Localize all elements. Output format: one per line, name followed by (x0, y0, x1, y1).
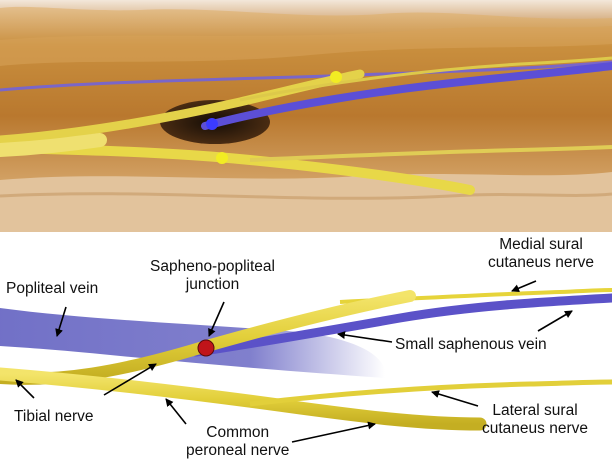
arrow-tibial-left (15, 379, 35, 399)
arrow-medial-sural (511, 280, 537, 292)
label-medial-sural-nerve: Medial sural cutaneus nerve (488, 236, 594, 271)
label-small-saphenous-vein: Small saphenous vein (395, 336, 547, 353)
arrow-common-peroneal-right (291, 421, 376, 443)
anatomy-diagram (0, 280, 612, 443)
arrow-common-peroneal-left (165, 398, 187, 425)
arrow-popliteal-vein (55, 306, 67, 337)
label-tibial-nerve: Tibial nerve (14, 408, 94, 425)
common-peroneal-nerve-shape (0, 367, 487, 431)
dissection-photo (0, 0, 612, 232)
label-common-peroneal-nerve: Common peroneal nerve (186, 424, 290, 459)
photo-marker-yellow-lower (216, 152, 228, 164)
photo-marker-blue (206, 118, 218, 130)
small-saphenous-vein-shape (191, 293, 612, 357)
label-lateral-sural-nerve: Lateral sural cutaneus nerve (482, 402, 588, 437)
arrow-small-saphenous-left (337, 331, 393, 343)
arrow-junction (208, 301, 225, 337)
arrow-lateral-sural (431, 390, 479, 407)
photo-marker-yellow-upper (330, 71, 342, 83)
label-popliteal-vein: Popliteal vein (6, 280, 99, 297)
junction-marker (197, 339, 215, 357)
lateral-sural-nerve-shape (249, 379, 612, 407)
diagram-labels: Popliteal vein Sapheno-popliteal junctio… (0, 232, 612, 473)
arrow-tibial-right (103, 363, 157, 396)
popliteal-vein-shape (0, 308, 385, 378)
arrow-small-saphenous-right (537, 310, 573, 332)
label-sapheno-popliteal-junction: Sapheno-popliteal junction (150, 258, 275, 293)
